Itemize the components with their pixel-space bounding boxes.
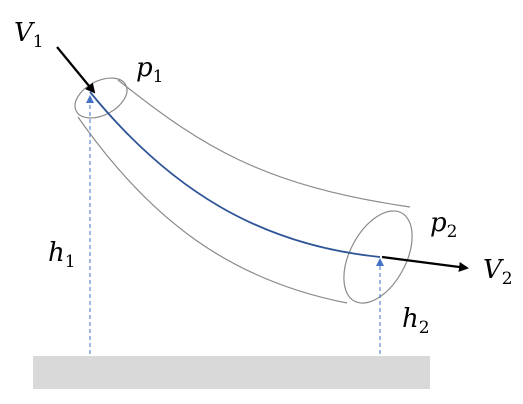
label-v1: V1 [14, 18, 44, 52]
label-h1: h1 [48, 238, 76, 272]
label-p1: p1 [136, 53, 163, 87]
pipe-lower-wall [77, 116, 348, 304]
label-h2: h2 [402, 304, 430, 338]
v2-arrow [381, 255, 469, 272]
v1-arrow [56, 46, 96, 94]
pipe-outlet-ellipse [343, 210, 413, 304]
pipe-upper-wall [117, 79, 411, 208]
label-p2: p2 [430, 208, 457, 242]
label-v2: V2 [483, 255, 513, 289]
ground [33, 356, 430, 389]
streamline [89, 91, 381, 258]
pipe [74, 77, 413, 304]
